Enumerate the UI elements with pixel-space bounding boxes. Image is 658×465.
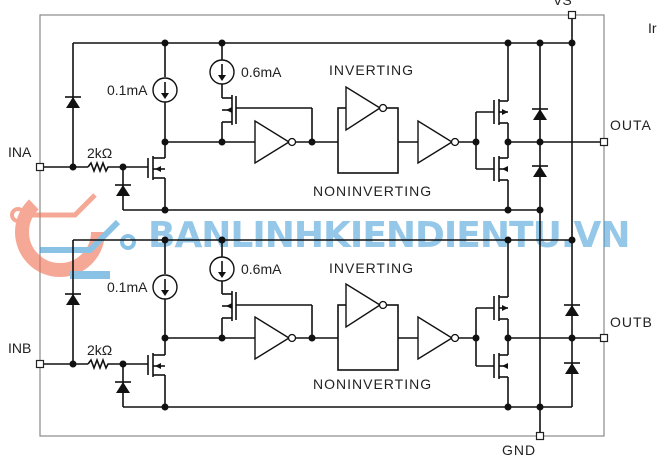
noninverting-label: NONINVERTING: [313, 183, 432, 199]
watermark-text: BANLINHKIENDIENTU.VN: [148, 215, 630, 256]
resistor-label: 2kΩ: [87, 145, 112, 161]
output-clamp-diode-icon: [533, 166, 547, 177]
outb-label: OUTB: [610, 314, 653, 330]
input-protect-diode-icon: [116, 382, 130, 393]
pmos-output-icon: [502, 109, 508, 115]
output-clamp-diode-icon: [565, 305, 579, 316]
outb-pin: [599, 333, 609, 343]
nmos-output-icon: [502, 363, 508, 369]
bias-current-label: 0.1mA: [107, 82, 148, 98]
nmos-input-icon: [155, 166, 161, 172]
inverter-icon: [254, 315, 291, 361]
watermark-logo-icon: [10, 187, 136, 279]
output-clamp-diode-icon: [565, 363, 579, 374]
inb-pin: [35, 359, 45, 369]
vs-label: VS: [553, 0, 572, 8]
noninverting-label: NONINVERTING: [313, 376, 432, 392]
resistor-label: 2kΩ: [87, 342, 112, 358]
ina-label: INA: [8, 144, 32, 160]
pmos-hysteresis-icon: [226, 303, 232, 309]
resistor-icon: [87, 160, 123, 174]
outa-label: OUTA: [610, 117, 652, 133]
outa-pin: [599, 137, 609, 147]
inverting-label: INVERTING: [329, 260, 414, 276]
channel-b: INB 2kΩ 0.1mA 0.6mA INVERTING NONINVERTI…: [8, 236, 653, 411]
channel-a: INA 2kΩ 0.1mA 0.6mA INVERTING NONINVERTI…: [8, 39, 652, 214]
gnd-label: GND: [502, 442, 536, 458]
input-protect-diode-icon: [116, 185, 130, 196]
inverter-icon: [417, 315, 454, 361]
pmos-output-icon: [502, 305, 508, 311]
inverter-icon: [417, 119, 454, 165]
ina-pin: [35, 162, 45, 172]
pmos-hysteresis-icon: [226, 107, 232, 113]
nmos-output-icon: [502, 166, 508, 172]
gnd-pin: [535, 431, 545, 441]
edge-text: Ir: [648, 20, 657, 36]
inb-label: INB: [8, 340, 31, 356]
input-clamp-diode-icon: [66, 294, 80, 305]
resistor-icon: [87, 357, 123, 371]
input-clamp-diode-icon: [66, 97, 80, 108]
hysteresis-current-label: 0.6mA: [241, 64, 282, 80]
inverter-icon: [254, 119, 291, 165]
vs-pin: [567, 10, 577, 20]
bias-current-label: 0.1mA: [107, 279, 148, 295]
inverter-icon: [345, 85, 382, 132]
hysteresis-current-label: 0.6mA: [241, 261, 282, 277]
nmos-input-icon: [155, 363, 161, 369]
inverting-label: INVERTING: [329, 62, 414, 78]
package-outline: [39, 14, 605, 437]
inverter-icon: [345, 282, 382, 329]
output-clamp-diode-icon: [533, 109, 547, 120]
